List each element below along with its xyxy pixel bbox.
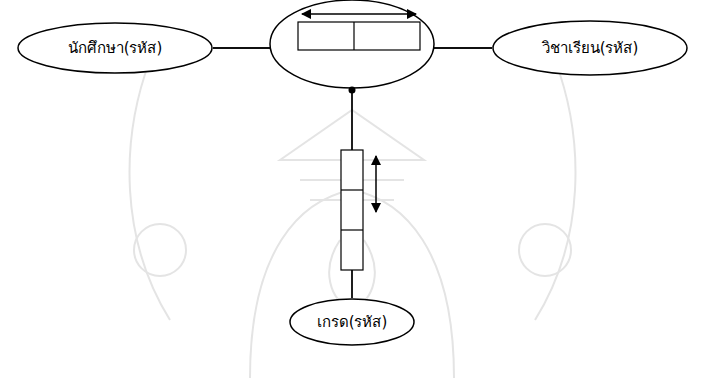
uniqueness-arrow bbox=[302, 13, 416, 15]
ellipse-shape bbox=[290, 299, 414, 345]
mandatory-dot bbox=[349, 87, 356, 94]
entity-ellipse: วิชาเรียน(รหัส) bbox=[492, 20, 688, 76]
entity-ellipse: นักศึกษา(รหัส) bbox=[17, 22, 213, 74]
role-divider bbox=[341, 189, 363, 190]
uniqueness-arrow bbox=[375, 156, 377, 212]
role-divider bbox=[353, 22, 354, 50]
role-box bbox=[298, 22, 420, 50]
vertical-role-box bbox=[341, 150, 363, 270]
entity-label: นักศึกษา(รหัส) bbox=[68, 39, 163, 57]
objectified-ellipse bbox=[270, 0, 434, 88]
entity-ellipse: เกรด(รหัส) bbox=[289, 298, 415, 346]
ellipse-shape bbox=[493, 21, 687, 75]
ellipse-shape bbox=[18, 23, 212, 73]
entity-label: วิชาเรียน(รหัส) bbox=[542, 39, 639, 57]
role-divider bbox=[341, 229, 363, 230]
entity-label: เกรด(รหัส) bbox=[317, 313, 388, 331]
